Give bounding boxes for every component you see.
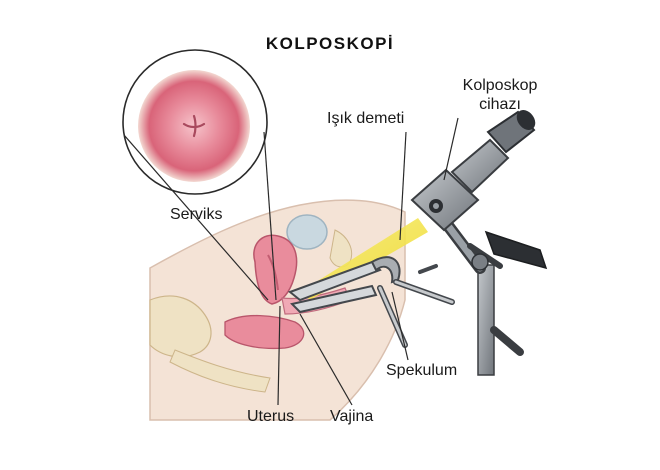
cervix-magnified-view [122,49,268,195]
label-colposcope-line2: cihazı [479,96,521,113]
label-colposcope-line1: Kolposkop [462,77,538,94]
colposcope-device [410,110,548,376]
label-colposcope-device: Kolposkop cihazı [440,76,560,114]
magnifier-connector-lines [123,131,277,301]
diagram-title: KOLPOSKOPİ [265,34,395,53]
bladder-shape [286,214,328,250]
label-speculum: Spekulum [386,362,458,379]
label-vagina: Vajina [330,408,374,425]
speculum-instrument [287,256,455,348]
leader-lines [277,117,459,406]
label-light-beam: Işık demeti [327,110,405,127]
label-cervix: Serviks [170,206,223,223]
rectum-shape [224,314,305,350]
body-silhouette [149,199,406,421]
label-uterus: Uterus [247,408,295,425]
